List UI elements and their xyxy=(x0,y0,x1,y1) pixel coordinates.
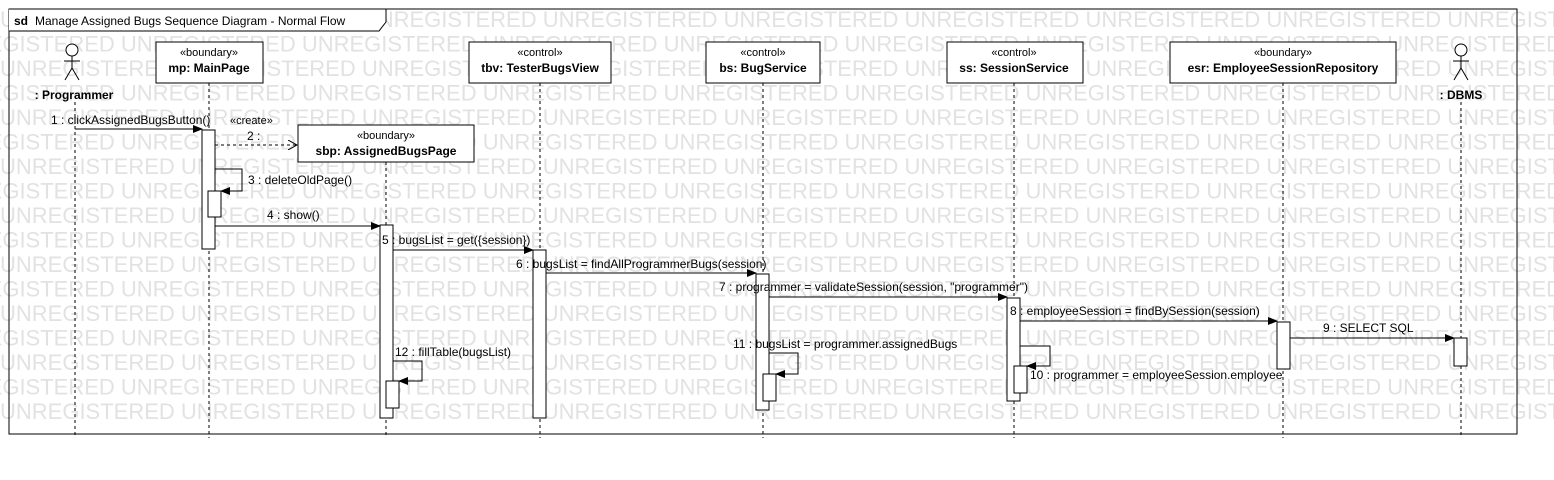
message-label-11: 11 : bugsList = programmer.assignedBugs xyxy=(733,337,957,351)
activation-assignedbugspage-self xyxy=(385,380,400,409)
message-label-6: 6 : bugsList = findAllProgrammerBugs(ses… xyxy=(516,257,766,271)
lifeline-stereotype: «boundary» xyxy=(1254,47,1312,59)
activation-mainpage xyxy=(201,129,216,250)
watermark-text: UNREGISTERED UNREGISTERED UNREGISTERED U… xyxy=(0,154,1554,179)
message-label-7: 7 : programmer = validateSession(session… xyxy=(719,280,1028,294)
message-arrow-12 xyxy=(393,360,423,385)
activation-bugservice-self xyxy=(762,373,777,402)
message-labels: 1 : clickAssignedBugsButton() «create» 2… xyxy=(51,113,1414,382)
lifeline-bugservice: «control» bs: BugService xyxy=(705,41,821,84)
message-arrow-3 xyxy=(215,168,243,195)
watermark-text: UNREGISTERED UNREGISTERED UNREGISTERED U… xyxy=(0,375,1554,400)
watermark-text: UNREGISTERED UNREGISTERED UNREGISTERED U… xyxy=(0,179,1554,204)
message-stereotype-2: «create» xyxy=(230,115,273,127)
watermark-text: UNREGISTERED UNREGISTERED UNREGISTERED U… xyxy=(0,81,1554,106)
watermark-text: UNREGISTERED UNREGISTERED UNREGISTERED U… xyxy=(0,130,1554,155)
lifeline-name: : Programmer xyxy=(35,88,114,102)
diagram-frame: sd Manage Assigned Bugs Sequence Diagram… xyxy=(8,8,1518,435)
activation-assignedbugspage xyxy=(379,224,394,419)
watermark-text: UNREGISTERED UNREGISTERED UNREGISTERED U… xyxy=(0,350,1554,375)
watermark-text: UNREGISTERED UNREGISTERED UNREGISTERED U… xyxy=(0,203,1554,228)
message-label-12: 12 : fillTable(bugsList) xyxy=(395,345,511,359)
message-label-10: 10 : programmer = employeeSession.employ… xyxy=(1030,368,1283,382)
activation-testerbugsview xyxy=(532,249,547,419)
lifeline-testerbugsview: «control» tbv: TesterBugsView xyxy=(468,41,612,84)
lifeline-name: ss: SessionService xyxy=(959,61,1069,75)
watermark: UNREGISTERED UNREGISTERED UNREGISTERED U… xyxy=(0,7,1554,424)
lifeline-name: : DBMS xyxy=(1440,88,1483,102)
activation-dbms xyxy=(1453,337,1468,367)
lifeline-employeesessionrepository: «boundary» esr: EmployeeSessionRepositor… xyxy=(1169,41,1397,84)
lifeline-mainpage: «boundary» mp: MainPage xyxy=(155,41,264,84)
lifeline-programmer: : Programmer xyxy=(35,43,114,102)
watermark-text: UNREGISTERED UNREGISTERED UNREGISTERED U… xyxy=(0,228,1554,253)
lifeline-sessionservice: «control» ss: SessionService xyxy=(946,41,1084,84)
watermark-text: UNREGISTERED UNREGISTERED UNREGISTERED U… xyxy=(0,301,1554,326)
activation-employeesessionrepository xyxy=(1276,321,1291,370)
lifeline-stereotype: «boundary» xyxy=(357,130,415,142)
lifeline-stereotype: «control» xyxy=(517,47,562,59)
frame-keyword: sd xyxy=(14,14,28,28)
message-arrow-11 xyxy=(769,352,799,378)
actor-icon xyxy=(64,43,80,81)
watermark-text: UNREGISTERED UNREGISTERED UNREGISTERED U… xyxy=(0,252,1554,277)
message-label-9: 9 : SELECT SQL xyxy=(1323,321,1414,335)
activation-mainpage-self xyxy=(207,190,222,218)
message-label-1: 1 : clickAssignedBugsButton() xyxy=(51,113,210,127)
lifeline-stereotype: «boundary» xyxy=(180,47,238,59)
message-label-8: 8 : employeeSession = findBySession(sess… xyxy=(1010,304,1260,318)
message-label-2: 2 : xyxy=(247,129,260,143)
lifeline-stereotype: «control» xyxy=(740,47,785,59)
lifeline-name: sbp: AssignedBugsPage xyxy=(316,144,457,158)
actor-icon xyxy=(1453,43,1469,81)
activation-sessionservice-self xyxy=(1013,365,1028,394)
message-label-5: 5 : bugsList = get({session}) xyxy=(382,233,530,247)
lifeline-assignedbugspage: «boundary» sbp: AssignedBugsPage xyxy=(297,124,475,163)
message-arrows xyxy=(75,125,1455,385)
message-label-3: 3 : deleteOldPage() xyxy=(248,173,352,187)
frame-title: Manage Assigned Bugs Sequence Diagram - … xyxy=(35,14,345,28)
lifeline-dbms: : DBMS xyxy=(1440,43,1483,102)
message-arrow-10 xyxy=(1020,345,1051,370)
message-label-4: 4 : show() xyxy=(267,208,320,222)
watermark-text: UNREGISTERED UNREGISTERED UNREGISTERED U… xyxy=(0,399,1554,424)
lifeline-name: mp: MainPage xyxy=(168,61,250,75)
activation-bars xyxy=(201,129,1468,419)
lifeline-name: bs: BugService xyxy=(719,61,807,75)
lifeline-stereotype: «control» xyxy=(991,47,1036,59)
lifeline-name: esr: EmployeeSessionRepository xyxy=(1188,61,1379,75)
lifeline-name: tbv: TesterBugsView xyxy=(481,61,599,75)
watermark-text: UNREGISTERED UNREGISTERED UNREGISTERED U… xyxy=(0,105,1554,130)
